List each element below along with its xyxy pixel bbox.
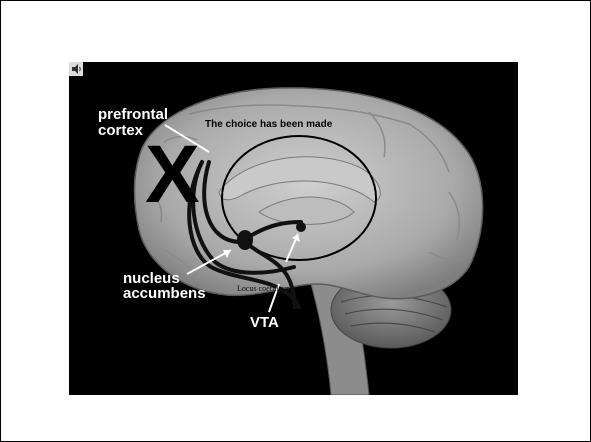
vta-label: VTA — [250, 315, 279, 330]
prefrontal-label-line1: prefrontal — [98, 107, 168, 123]
nucleus-label-line1: nucleus — [123, 271, 206, 286]
nucleus-label-line2: accumbens — [123, 286, 206, 301]
nucleus-accumbens-node — [237, 230, 253, 250]
sound-icon[interactable] — [69, 62, 83, 76]
locus-coeruleus-node — [296, 222, 306, 232]
locus-coeruleus-label: Locus coeruleus — [237, 285, 289, 293]
choice-caption: The choice has been made — [205, 120, 332, 130]
x-mark: X — [145, 134, 198, 216]
brain-figure: prefrontal cortex nucleus accumbens VTA … — [69, 62, 518, 395]
nucleus-accumbens-label: nucleus accumbens — [123, 271, 206, 301]
